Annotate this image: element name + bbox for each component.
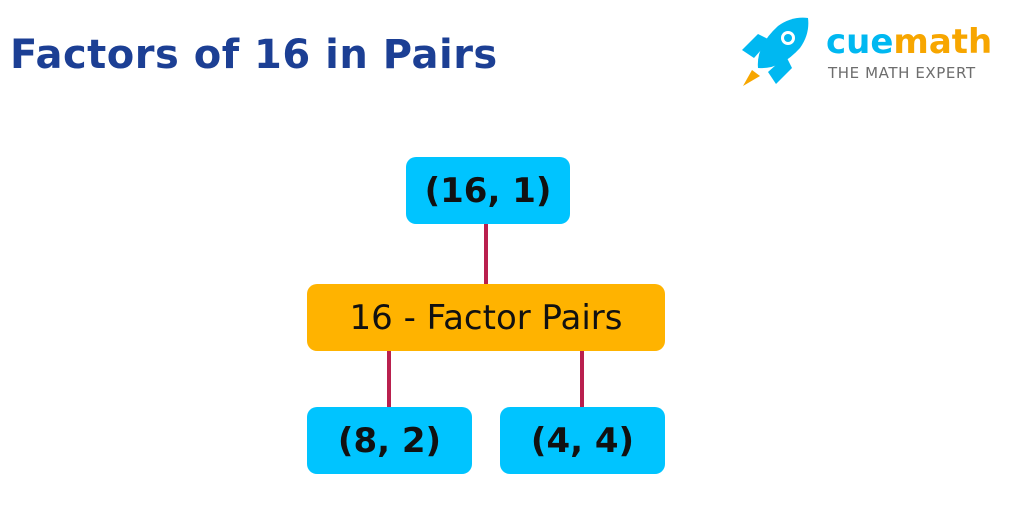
factor-pair-4-4: (4, 4) — [500, 407, 665, 474]
connector-right — [580, 351, 584, 407]
connector-left — [387, 351, 391, 407]
page-title: Factors of 16 in Pairs — [10, 32, 498, 78]
brand-cue: cue — [826, 22, 894, 62]
connector-top — [484, 224, 488, 284]
brand-math: math — [893, 22, 993, 62]
rocket-icon — [742, 17, 809, 86]
factor-pair-16-1: (16, 1) — [406, 157, 570, 224]
cuemath-logo: cuemath THE MATH EXPERT — [736, 12, 998, 90]
brand-tagline: THE MATH EXPERT — [828, 64, 976, 82]
brand-name: cuemath — [826, 22, 992, 62]
factor-pair-8-2: (8, 2) — [307, 407, 472, 474]
center-node: 16 - Factor Pairs — [307, 284, 665, 351]
